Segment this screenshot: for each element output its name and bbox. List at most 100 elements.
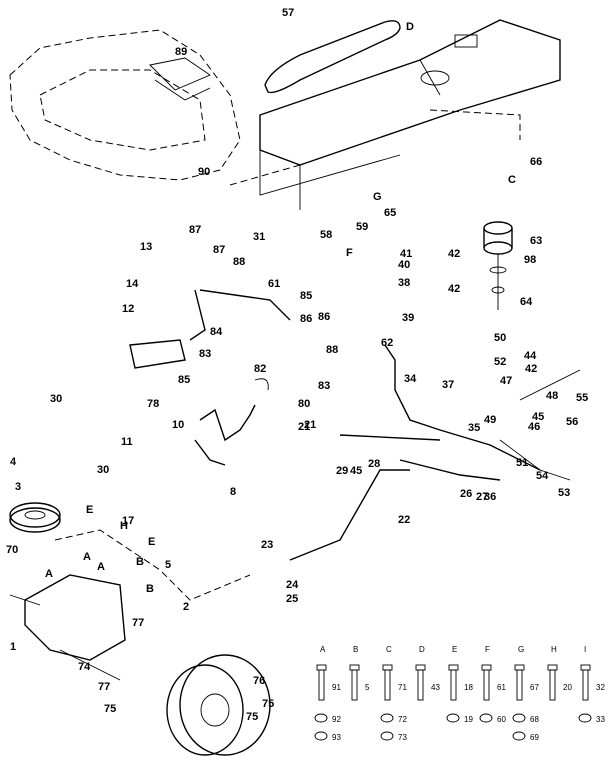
callout-70: 70 bbox=[6, 544, 18, 556]
callout-24: 24 bbox=[286, 579, 299, 591]
bolt-shank-icon bbox=[483, 669, 490, 701]
legend-part-60: 60 bbox=[497, 715, 506, 724]
callout-30: 30 bbox=[50, 393, 62, 405]
callout-63: 63 bbox=[530, 235, 542, 247]
callout-57: 57 bbox=[282, 7, 294, 19]
bolt-head-icon bbox=[547, 664, 558, 671]
pulley-63 bbox=[483, 221, 513, 310]
legend-part-43: 43 bbox=[431, 683, 440, 692]
callout-75: 75 bbox=[262, 698, 274, 710]
linkage-drawing bbox=[129, 289, 581, 561]
callout-44: 44 bbox=[524, 350, 537, 362]
callout-90: 90 bbox=[198, 166, 210, 178]
callout-59: 59 bbox=[356, 221, 368, 233]
legend-part-5: 5 bbox=[365, 683, 370, 692]
callout-34: 34 bbox=[404, 373, 417, 385]
legend-letter-F: F bbox=[485, 645, 490, 654]
letter-F: F bbox=[346, 247, 353, 259]
legend-part-69: 69 bbox=[530, 733, 539, 742]
callout-88: 88 bbox=[326, 344, 338, 356]
callout-36: 36 bbox=[484, 491, 496, 503]
callout-41: 41 bbox=[400, 248, 412, 260]
legend-letter-H: H bbox=[551, 645, 557, 654]
bolt-shank-icon bbox=[516, 669, 523, 701]
letter-E: E bbox=[148, 536, 155, 548]
legend-letter-G: G bbox=[518, 645, 524, 654]
callout-42: 42 bbox=[525, 363, 537, 375]
nut-icon bbox=[512, 731, 526, 741]
legend-part-72: 72 bbox=[398, 715, 407, 724]
callout-77: 77 bbox=[132, 617, 144, 629]
callout-14: 14 bbox=[126, 278, 139, 290]
callout-23: 23 bbox=[261, 539, 273, 551]
callout-89: 89 bbox=[175, 46, 187, 58]
bolt-shank-icon bbox=[450, 669, 457, 701]
letter-E: E bbox=[86, 504, 93, 516]
callout-46: 46 bbox=[528, 421, 540, 433]
callout-54: 54 bbox=[536, 470, 549, 482]
bolt-shank-icon bbox=[318, 669, 325, 701]
letter-G: G bbox=[373, 191, 382, 203]
letter-H: H bbox=[120, 520, 128, 532]
letter-A: A bbox=[83, 551, 91, 563]
callout-8: 8 bbox=[230, 486, 236, 498]
legend-part-71: 71 bbox=[398, 683, 407, 692]
callout-80: 80 bbox=[298, 398, 310, 410]
wheel-78 bbox=[166, 654, 271, 756]
callout-45: 45 bbox=[532, 411, 544, 423]
callout-77: 77 bbox=[98, 681, 110, 693]
callout-42: 42 bbox=[448, 283, 460, 295]
callout-25: 25 bbox=[286, 593, 298, 605]
callout-21: 21 bbox=[304, 419, 316, 431]
nut-icon bbox=[578, 713, 592, 723]
letter-A: A bbox=[45, 568, 53, 580]
callout-85: 85 bbox=[300, 290, 312, 302]
callout-5: 5 bbox=[165, 559, 171, 571]
bolt-head-icon bbox=[448, 664, 459, 671]
legend-part-20: 20 bbox=[563, 683, 572, 692]
legend-part-93: 93 bbox=[332, 733, 341, 742]
nut-icon bbox=[380, 731, 394, 741]
callout-82: 82 bbox=[254, 363, 266, 375]
callout-39: 39 bbox=[402, 312, 414, 324]
callout-26: 26 bbox=[460, 488, 472, 500]
bolt-head-icon bbox=[382, 664, 393, 671]
bolt-shank-icon bbox=[351, 669, 358, 701]
legend-letter-A: A bbox=[320, 645, 326, 654]
callout-83: 83 bbox=[199, 348, 211, 360]
callout-31: 31 bbox=[253, 231, 265, 243]
callout-83: 83 bbox=[318, 380, 330, 392]
nut-icon bbox=[380, 713, 394, 723]
callout-53: 53 bbox=[558, 487, 570, 499]
callout-75: 75 bbox=[246, 711, 258, 723]
legend-part-73: 73 bbox=[398, 733, 407, 742]
nut-icon bbox=[446, 713, 460, 723]
callout-21: 21 bbox=[298, 421, 310, 433]
legend-part-91: 91 bbox=[332, 683, 341, 692]
legend-letter-I: I bbox=[584, 645, 586, 654]
legend-part-61: 61 bbox=[497, 683, 506, 692]
nut-icon bbox=[512, 713, 526, 723]
legend-part-92: 92 bbox=[332, 715, 341, 724]
callout-42: 42 bbox=[448, 248, 460, 260]
callout-37: 37 bbox=[442, 379, 454, 391]
callout-52: 52 bbox=[494, 356, 506, 368]
bolt-shank-icon bbox=[384, 669, 391, 701]
callout-22: 22 bbox=[398, 514, 410, 526]
letter-B: B bbox=[136, 556, 144, 568]
bolt-shank-icon bbox=[549, 669, 556, 701]
callout-2: 2 bbox=[183, 601, 189, 613]
letter-A: A bbox=[97, 561, 105, 573]
bolt-head-icon bbox=[481, 664, 492, 671]
transaxle-drawing bbox=[9, 529, 251, 681]
belt-57 bbox=[264, 20, 401, 94]
callout-66: 66 bbox=[530, 156, 542, 168]
callout-4: 4 bbox=[10, 456, 17, 468]
callout-75: 75 bbox=[104, 703, 116, 715]
bolt-shank-icon bbox=[417, 669, 424, 701]
callout-1: 1 bbox=[10, 641, 16, 653]
callout-38: 38 bbox=[398, 277, 410, 289]
callout-50: 50 bbox=[494, 332, 506, 344]
